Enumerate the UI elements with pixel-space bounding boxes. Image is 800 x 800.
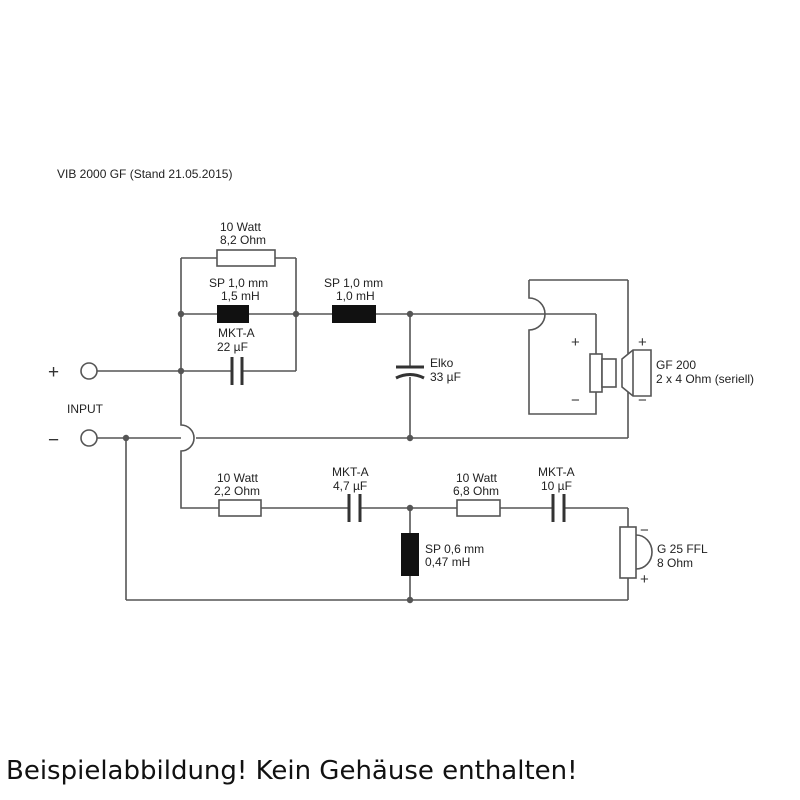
inductor-1-5-mh: SP 1,0 mm 1,5 mH — [209, 276, 268, 323]
woofer-label-1: GF 200 — [656, 358, 696, 372]
capacitor-4-7-uf: MKT-A 4,7 µF — [332, 465, 369, 522]
junction-dot — [406, 310, 414, 318]
resistor-2-2-ohm: 10 Watt 2,2 Ohm — [214, 471, 262, 517]
inductor-1-5-mh-label-2: 1,5 mH — [221, 289, 260, 303]
junction-dot — [406, 434, 414, 442]
inductor-1-0-mh-label-2: 1,0 mH — [336, 289, 375, 303]
junction-dot — [177, 310, 185, 318]
woofer-plus-right: + — [638, 334, 647, 351]
capacitor-elko-33-uf-label-2: 33 µF — [430, 370, 461, 384]
resistor-6-8-ohm-label-1: 10 Watt — [456, 471, 498, 485]
inductor-0-47-mh-label-2: 0,47 mH — [425, 555, 470, 569]
footer-notice: Beispielabbildung! Kein Gehäuse enthalte… — [6, 756, 578, 786]
resistor-2-2-ohm-label-1: 10 Watt — [217, 471, 259, 485]
woofer-speaker-gf-200: GF 200 2 x 4 Ohm (seriell) + − + − — [571, 334, 754, 409]
input-label: INPUT — [67, 402, 104, 416]
woofer-branch-wires — [97, 257, 629, 509]
capacitor-10-uf: MKT-A 10 µF — [538, 465, 575, 522]
input-minus-terminal: − — [48, 429, 98, 451]
woofer-label-2: 2 x 4 Ohm (seriell) — [656, 372, 754, 386]
capacitor-22-uf: MKT-A 22 µF — [217, 326, 255, 385]
tweeter-plus: + — [640, 571, 649, 588]
resistor-8-2-ohm-label-1: 10 Watt — [220, 220, 262, 234]
resistor-6-8-ohm: 10 Watt 6,8 Ohm — [453, 471, 501, 517]
capacitor-10-uf-label-2: 10 µF — [541, 479, 572, 493]
resistor-8-2-ohm-label-2: 8,2 Ohm — [220, 233, 266, 247]
capacitor-10-uf-label-1: MKT-A — [538, 465, 575, 479]
junction-dot — [406, 504, 414, 512]
junction-dot — [122, 434, 130, 442]
capacitor-22-uf-label-1: MKT-A — [218, 326, 255, 340]
capacitor-4-7-uf-label-1: MKT-A — [332, 465, 369, 479]
tweeter-speaker-g25-ffl: G 25 FFL 8 Ohm − + — [619, 522, 708, 588]
junction-dot — [177, 367, 185, 375]
junctions — [122, 310, 414, 604]
woofer-plus-left: + — [571, 334, 580, 351]
tweeter-minus: − — [640, 522, 649, 539]
input-minus-sign: − — [48, 430, 59, 451]
junction-dot — [406, 596, 414, 604]
input-plus-sign: + — [48, 362, 59, 383]
tweeter-branch-wires — [125, 438, 629, 601]
input-plus-terminal: + — [48, 362, 98, 383]
inductor-1-5-mh-label-1: SP 1,0 mm — [209, 276, 268, 290]
capacitor-elko-33-uf: Elko 33 µF — [395, 356, 461, 384]
woofer-minus-right: − — [638, 392, 647, 409]
tweeter-label-1: G 25 FFL — [657, 542, 708, 556]
resistor-2-2-ohm-label-2: 2,2 Ohm — [214, 484, 260, 498]
capacitor-4-7-uf-label-2: 4,7 µF — [333, 479, 367, 493]
tweeter-label-2: 8 Ohm — [657, 556, 693, 570]
resistor-8-2-ohm: 10 Watt 8,2 Ohm — [216, 220, 276, 267]
inductor-1-0-mh-label-1: SP 1,0 mm — [324, 276, 383, 290]
capacitor-elko-33-uf-label-1: Elko — [430, 356, 454, 370]
resistor-6-8-ohm-label-2: 6,8 Ohm — [453, 484, 499, 498]
capacitor-22-uf-label-2: 22 µF — [217, 340, 248, 354]
woofer-minus-left: − — [571, 392, 580, 409]
inductor-0-47-mh-label-1: SP 0,6 mm — [425, 542, 484, 556]
junction-dot — [292, 310, 300, 318]
schematic-title: VIB 2000 GF (Stand 21.05.2015) — [57, 167, 232, 181]
inductor-1-0-mh: SP 1,0 mm 1,0 mH — [324, 276, 383, 323]
inductor-0-47-mh: SP 0,6 mm 0,47 mH — [401, 533, 484, 576]
